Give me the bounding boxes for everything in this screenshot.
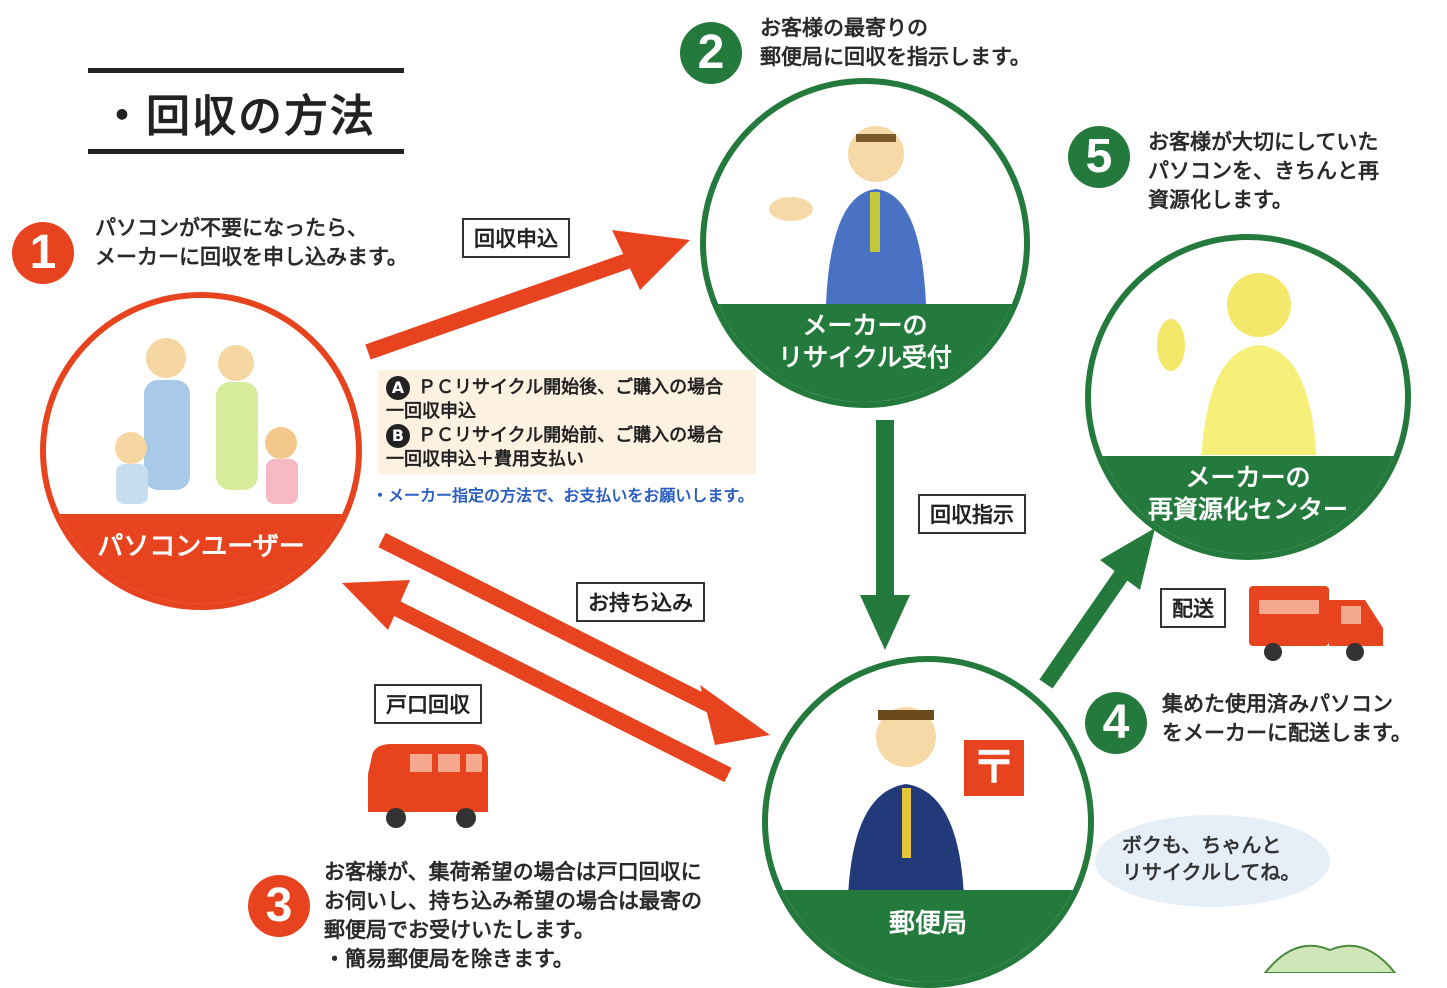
postal-staff-illustration — [848, 707, 964, 892]
arrow-apply — [365, 230, 690, 360]
label-ship: 配送 — [1160, 588, 1226, 628]
note-b-text: ＰＣリサイクル開始前、ご購入の場合 一回収申込＋費用支払い — [386, 425, 724, 470]
recycle-center-node: メーカーの 再資源化センター — [1085, 234, 1411, 560]
badge-a: A — [386, 376, 410, 400]
recycle-center-label: メーカーの 再資源化センター — [1091, 456, 1405, 554]
delivery-truck-icon — [1249, 586, 1383, 661]
family-illustration — [115, 338, 298, 504]
maker-reception-label: メーカーの リサイクル受付 — [706, 304, 1024, 402]
post-office-node: 〒 郵便局 — [762, 656, 1094, 988]
maker-staff-illustration — [769, 126, 926, 304]
maker-reception-label-line1: メーカーの — [802, 311, 928, 340]
post-mark-icon: 〒 — [964, 740, 1024, 796]
step-5-text: お客様が大切にしていた パソコンを、きちんと再 資源化します。 — [1148, 130, 1379, 212]
speech-bubble-text: ボクも、ちゃんと リサイクルしてね。 — [1122, 833, 1301, 884]
arrow-door — [342, 580, 732, 783]
recycle-center-label-line2: 再資源化センター — [1147, 495, 1348, 524]
maker-reception-node: メーカーの リサイクル受付 — [700, 78, 1030, 408]
step-5-number: 5 — [1068, 126, 1130, 188]
payment-method-note: ・メーカー指定の方法で、お支払いをお願いします。 — [372, 486, 754, 505]
step-2-number: 2 — [680, 22, 742, 84]
speech-bubble — [1095, 815, 1330, 907]
step-4-number: 4 — [1085, 692, 1147, 754]
recycle-staff-illustration — [1157, 273, 1317, 455]
step-3-text: お客様が、集荷希望の場合は戸口回収に お伺いし、持ち込み希望の場合は最寄の 郵便… — [324, 860, 702, 971]
badge-b: B — [386, 424, 410, 448]
title-rule — [88, 68, 404, 154]
step-3-number: 3 — [248, 875, 310, 937]
label-apply: 回収申込 — [462, 218, 570, 258]
label-instruct: 回収指示 — [918, 494, 1026, 534]
page-title: ・回収の方法 — [100, 91, 376, 142]
maker-reception-label-line2: リサイクル受付 — [778, 343, 952, 372]
post-office-label: 郵便局 — [768, 890, 1088, 982]
pc-user-node: パソコンユーザー — [40, 292, 362, 610]
arrow-bring — [378, 532, 770, 745]
pickup-van-icon — [368, 744, 488, 828]
label-bring: お持ち込み — [576, 582, 705, 622]
step-1-text: パソコンが不要になったら、 メーカーに回収を申し込みます。 — [95, 216, 408, 269]
step-1-number: 1 — [12, 222, 74, 284]
pc-user-label: パソコンユーザー — [46, 514, 356, 604]
arrow-instruct — [860, 420, 910, 650]
mascot-illustration — [1263, 944, 1397, 973]
label-door: 戸口回収 — [374, 684, 482, 724]
recycle-center-label-line1: メーカーの — [1185, 463, 1311, 492]
note-a-text: ＰＣリサイクル開始後、ご購入の場合 一回収申込 — [386, 377, 724, 422]
step-4-text: 集めた使用済みパソコン をメーカーに配送します。 — [1162, 692, 1412, 745]
step-2-text: お客様の最寄りの 郵便局に回収を指示します。 — [760, 16, 1031, 69]
